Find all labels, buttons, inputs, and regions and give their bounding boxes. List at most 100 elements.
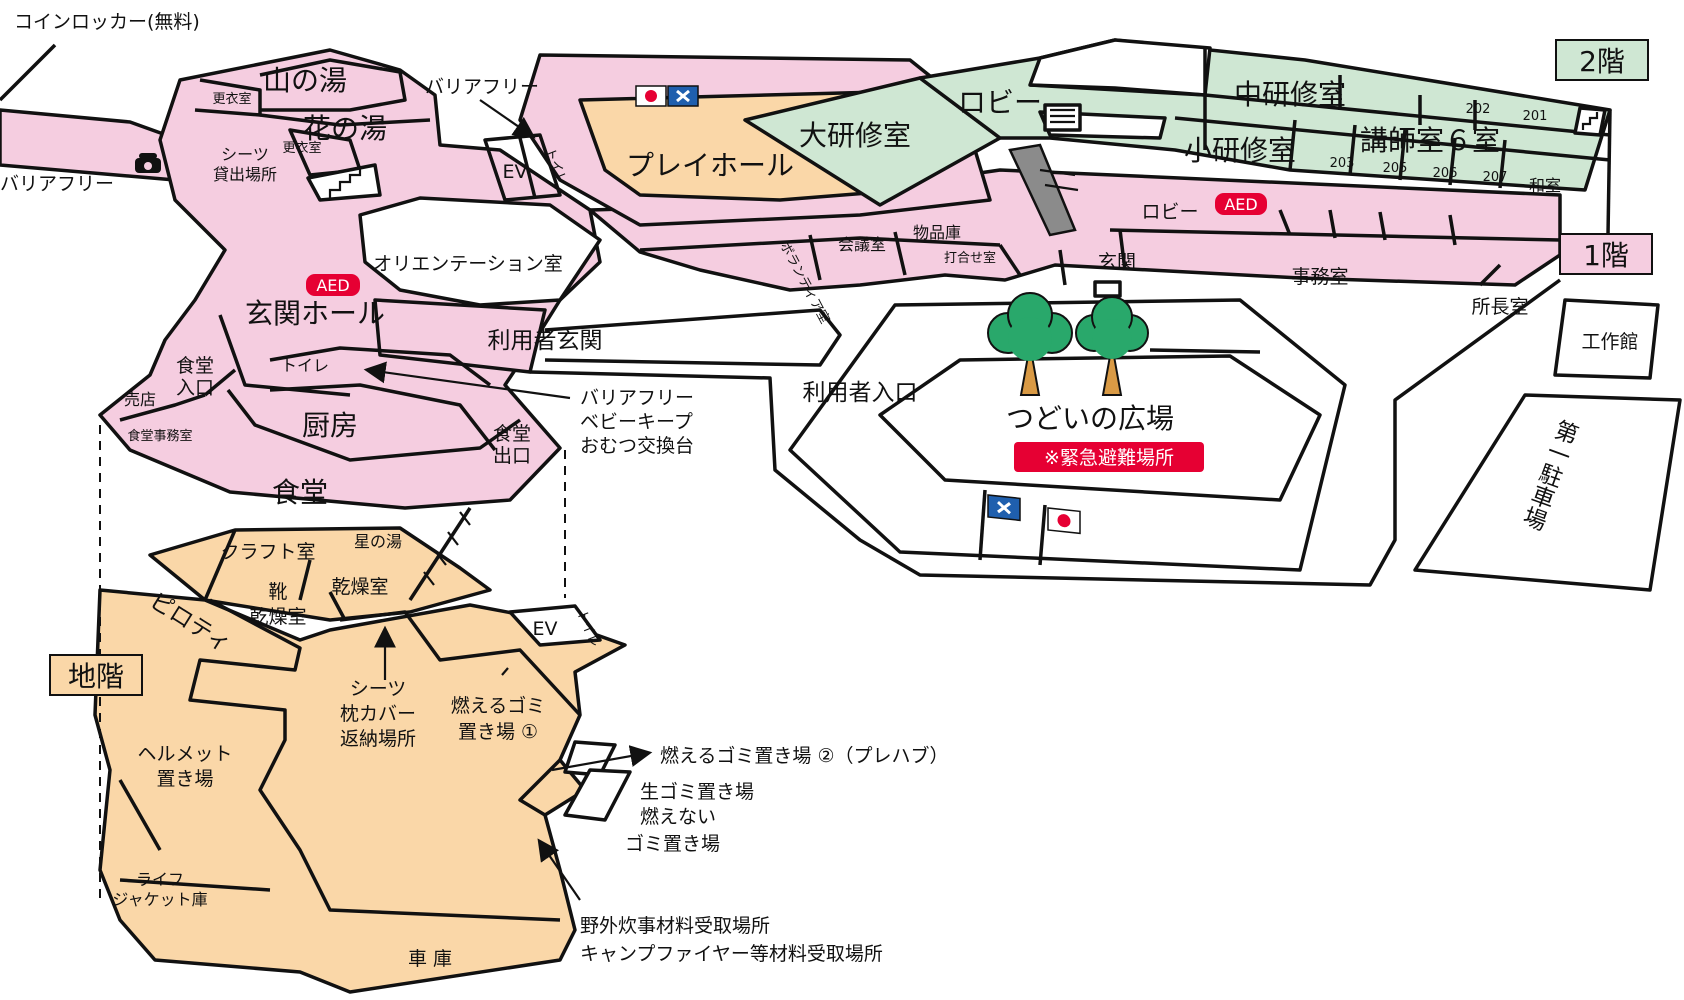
- sheets-return-label: 返納場所: [340, 728, 416, 750]
- ev-label: EV: [502, 161, 527, 183]
- workshop-label: 工作館: [1581, 331, 1638, 353]
- genkan-label: 玄関: [1098, 251, 1136, 273]
- large-seminar-label: 大研修室: [799, 119, 911, 152]
- floor2-block: [743, 38, 1612, 236]
- floor-tag-label: 地階: [68, 660, 124, 693]
- genkan-step: [1093, 280, 1122, 298]
- burnable-1-label: 置き場 ①: [458, 721, 538, 743]
- aed-badge-2: AED: [1215, 193, 1267, 215]
- shoe-drying-label: 乾燥室: [249, 606, 306, 628]
- grounds: [529, 278, 1682, 592]
- craft-room-label: クラフト室: [220, 541, 315, 563]
- floor-tag-label: 1階: [1583, 239, 1629, 272]
- aed-label: AED: [316, 276, 349, 295]
- sheets-return-label: 枕カバー: [340, 703, 416, 725]
- life-jacket-label: ライフ: [136, 870, 184, 889]
- floor-tag-label: 2階: [1579, 45, 1625, 78]
- lobby-1f-label: ロビー: [1141, 201, 1198, 223]
- aed-badge-1: AED: [306, 274, 360, 296]
- director-room-label: 所長室: [1471, 296, 1528, 318]
- map-labels: コインロッカー(無料) バリアフリー バリアフリー 山の湯 花の湯 更衣室 更衣…: [0, 11, 1639, 970]
- hoshi-no-yu-label: 星の湯: [354, 532, 402, 551]
- note-barrier-free: バリアフリー: [580, 387, 694, 409]
- sheets-rental-label: シーツ: [221, 145, 269, 164]
- raw-garbage-label: 生ゴミ置き場: [640, 781, 754, 803]
- note-diaper: おむつ交換台: [580, 435, 694, 457]
- floor-guides: [99, 425, 566, 900]
- room-number: 201: [1523, 109, 1548, 124]
- stairs-icon: [408, 507, 472, 601]
- shop-label: 売店: [124, 390, 156, 409]
- entrance-hall-label: 玄関ホール: [245, 297, 385, 330]
- stairs-icon: [306, 163, 382, 202]
- small-seminar-label: 小研修室: [1184, 134, 1296, 167]
- arrow-icon: [363, 99, 653, 901]
- kitchen-label: 厨房: [302, 409, 358, 442]
- storage-label: 物品庫: [913, 223, 961, 242]
- ev-label: EV: [532, 618, 557, 640]
- blue-flag-icon: [667, 85, 699, 107]
- aed-label: AED: [1224, 195, 1257, 214]
- raw-garbage-box: [563, 768, 632, 822]
- craft-drying-area: [148, 526, 492, 622]
- tree-icon: [987, 292, 1073, 396]
- dining-exit-label: 食堂: [493, 423, 531, 445]
- user-entrance-label: 利用者玄関: [488, 328, 603, 354]
- washitsu-label: 和室: [1529, 176, 1561, 195]
- telephone-icon: [135, 153, 161, 173]
- note-baby-keep: ベビーキープ: [580, 411, 693, 433]
- blue-flag-icon: [987, 494, 1021, 522]
- nonburnable-label: ゴミ置き場: [625, 833, 720, 855]
- consult-room-label: 打合せ室: [944, 250, 996, 266]
- dining-office-label: 食堂事務室: [127, 428, 192, 444]
- stairs-icon: [1043, 103, 1082, 132]
- room-number: 202: [1466, 102, 1491, 117]
- life-jacket-label: ジャケット庫: [112, 890, 207, 909]
- toilet-label: トイレ: [281, 356, 329, 375]
- coin-locker-label: コインロッカー(無料): [14, 11, 200, 33]
- ramp: [1008, 143, 1079, 237]
- helmet-label: ヘルメット: [137, 743, 232, 765]
- orientation-room-box: [358, 196, 602, 307]
- room-number: 207: [1483, 170, 1508, 185]
- parking-area: [1413, 393, 1682, 592]
- barrier-free-label: バリアフリー: [425, 76, 539, 98]
- play-hall-label: プレイホール: [626, 149, 794, 182]
- burnable-2-label: 燃えるゴミ置き場 ②（プレハブ）: [660, 744, 949, 767]
- sheets-rental-label: 貸出場所: [213, 165, 277, 184]
- dining-exit-label: 出口: [493, 445, 531, 467]
- dining-entry-label: 食堂: [176, 355, 214, 377]
- garage-label: 車 庫: [408, 948, 452, 970]
- office-label: 事務室: [1291, 266, 1348, 288]
- japan-flag-icon: [1047, 507, 1081, 535]
- basement-block: [93, 526, 632, 994]
- sheets-return-label: シーツ: [350, 678, 407, 700]
- emergency-badge: ※緊急避難場所: [1014, 442, 1204, 472]
- floor-tag-2f: 2階: [1555, 39, 1649, 81]
- yama-no-yu-label: 山の湯: [263, 64, 347, 97]
- plaza-label: つどいの広場: [1006, 402, 1174, 435]
- drying-room-label: 乾燥室: [331, 576, 388, 598]
- dining-label: 食堂: [272, 476, 328, 509]
- changing-room-label: 更衣室: [282, 140, 321, 156]
- orientation-room-label: オリエンテーション室: [373, 253, 563, 275]
- user-gate-label: 利用者入口: [803, 380, 918, 406]
- shoe-drying-label: 靴: [268, 581, 287, 603]
- ev-2-box: [508, 604, 602, 647]
- campfire-label: キャンプファイヤー等材料受取場所: [580, 943, 883, 965]
- plaza-inner: [878, 354, 1322, 502]
- basement-main: [93, 588, 627, 994]
- changing-room-label: 更衣室: [212, 91, 251, 107]
- room-number: 203: [1330, 156, 1355, 171]
- room-number: 206: [1433, 166, 1458, 181]
- helmet-label: 置き場: [156, 768, 213, 790]
- outdoor-cooking-label: 野外炊事材料受取場所: [580, 915, 770, 937]
- dining-entry-label: 入口: [176, 377, 214, 399]
- tree-icon: [1075, 296, 1149, 396]
- lobby-2f-label: ロビー: [958, 86, 1042, 119]
- room-number: 205: [1383, 161, 1408, 176]
- hana-no-yu-label: 花の湯: [303, 112, 387, 145]
- japan-flag-icon: [635, 85, 667, 107]
- barrier-free-label: バリアフリー: [0, 173, 114, 195]
